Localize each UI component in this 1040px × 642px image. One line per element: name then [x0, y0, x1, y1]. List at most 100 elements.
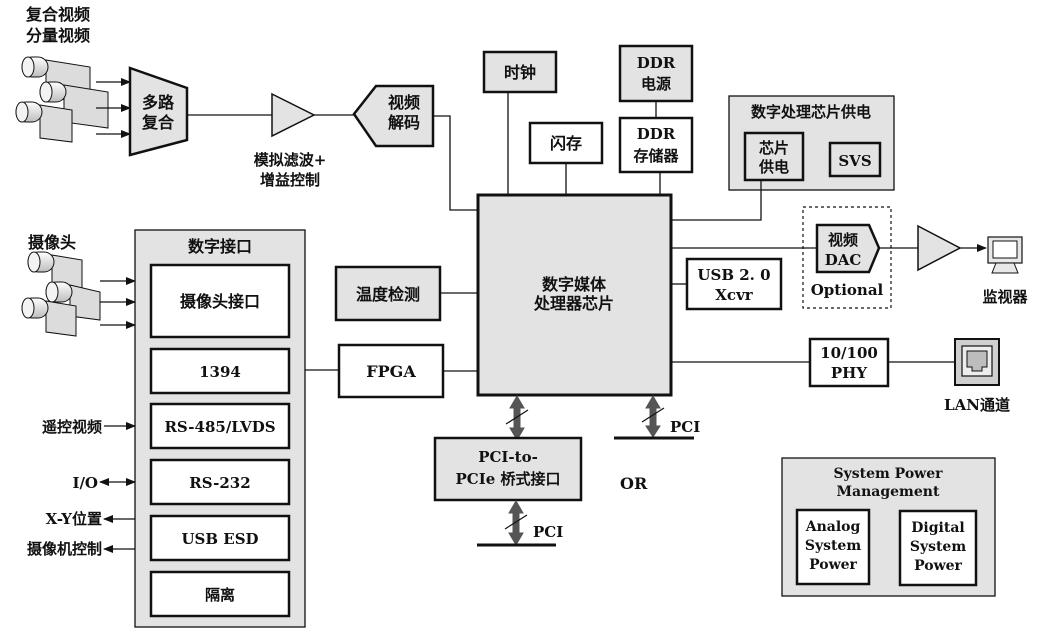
usb-transceiver-block: USB 2. 0 Xcvr [685, 257, 783, 311]
svg-text:DAC: DAC [825, 251, 862, 269]
camera-icon [21, 297, 77, 337]
pci-bus-arrow [504, 500, 528, 546]
svg-text:摄像头接口: 摄像头接口 [180, 292, 260, 311]
svg-text:RS-485/LVDS: RS-485/LVDS [164, 418, 275, 436]
video-decoder-block: 视频 解码 [352, 84, 435, 148]
svg-text:Digital: Digital [911, 520, 964, 536]
pci-bridge-block: PCI-to- PCIe 桥式接口 [433, 436, 583, 502]
svg-text:芯片: 芯片 [759, 139, 789, 157]
svg-text:System: System [910, 539, 967, 555]
connector-line [433, 115, 478, 211]
svg-text:10/100: 10/100 [820, 344, 878, 362]
svg-text:供电: 供电 [758, 158, 789, 176]
camera-icon-group [21, 251, 101, 337]
rs232-block: RS-232 [149, 458, 291, 506]
svg-text:USB 2. 0: USB 2. 0 [697, 266, 770, 284]
rs485-lvds-block: RS-485/LVDS [149, 402, 291, 450]
pci-bus-arrow [641, 395, 665, 438]
camera-control-label: 摄像机控制 [27, 540, 102, 558]
svg-text:FPGA: FPGA [366, 362, 416, 381]
clock-block: 时钟 [482, 50, 558, 94]
digital-interface-group: 数字接口 摄像头接口 1394 RS-485/LVDS RS-232 USB E… [134, 229, 306, 628]
optional-label: Optional [811, 281, 884, 299]
flash-memory-block: 闪存 [528, 121, 604, 165]
camera-interface-block: 摄像头接口 [149, 263, 291, 339]
camera-label: 摄像头 [28, 233, 76, 252]
svg-text:DDR: DDR [637, 54, 676, 72]
svg-text:PHY: PHY [831, 364, 867, 382]
ddr-memory-block: DDR 存储器 [618, 116, 694, 174]
dsp-power-group: 数字处理芯片供电 芯片 供电 SVS [728, 95, 895, 191]
media-processor-chip: 数字媒体 处理器芯片 [476, 193, 673, 397]
svg-text:多路: 多路 [142, 93, 175, 112]
svg-text:Management: Management [837, 484, 940, 500]
svg-text:System: System [805, 538, 862, 554]
svg-text:温度检测: 温度检测 [355, 285, 420, 304]
svg-text:PCI-to-: PCI-to- [478, 448, 538, 466]
temperature-sensor-block: 温度检测 [334, 265, 442, 322]
svg-text:数字处理芯片供电: 数字处理芯片供电 [751, 103, 871, 121]
lan-port-icon [954, 338, 1000, 386]
svg-text:增益控制: 增益控制 [260, 171, 320, 189]
filter-gain-label: 模拟滤波+ 增益控制 [254, 151, 327, 189]
io-label: I/O [72, 474, 98, 492]
xy-position-label: X-Y位置 [46, 510, 102, 528]
ddr-power-block: DDR 电源 [618, 44, 694, 103]
chip-power-block: 芯片 供电 [743, 131, 805, 182]
svg-text:电源: 电源 [641, 75, 671, 93]
multiplexer-block: 多路 复合 [128, 66, 189, 157]
svs-block: SVS [828, 141, 882, 178]
pci-bus-arrow [505, 395, 529, 441]
svg-text:处理器芯片: 处理器芯片 [533, 294, 614, 313]
svg-text:视频: 视频 [388, 93, 420, 112]
composite-video-label: 复合视频 分量视频 [25, 5, 90, 45]
analog-system-power-block: Analog System Power [795, 508, 871, 586]
monitor-icon [987, 236, 1023, 274]
monitor-label: 监视器 [982, 288, 1028, 306]
svg-text:1394: 1394 [199, 363, 241, 381]
svg-text:数字接口: 数字接口 [188, 237, 252, 256]
svg-text:复合: 复合 [141, 113, 175, 132]
or-label: OR [620, 474, 648, 493]
svg-text:USB ESD: USB ESD [181, 530, 258, 548]
svg-text:SVS: SVS [838, 152, 871, 170]
svg-text:System Power: System Power [833, 466, 943, 482]
digital-system-power-block: Digital System Power [898, 509, 978, 587]
isolation-block: 隔离 [149, 570, 291, 618]
svg-text:隔离: 隔离 [205, 586, 235, 604]
svg-text:分量视频: 分量视频 [26, 26, 90, 45]
pci-label: PCI [533, 523, 563, 541]
system-power-management-group: System Power Management Analog System Po… [781, 457, 996, 597]
svg-text:Analog: Analog [805, 519, 861, 535]
svg-text:Xcvr: Xcvr [715, 286, 753, 304]
svg-text:视频: 视频 [828, 231, 858, 249]
video-camera-icon [15, 101, 73, 143]
pci-label: PCI [670, 418, 700, 436]
amplifier-triangle-icon [271, 92, 316, 138]
video-camera-icon-group [15, 56, 109, 143]
optional-dashed-frame [802, 206, 892, 309]
fpga-block: FPGA [337, 343, 445, 399]
svg-text:数字媒体: 数字媒体 [542, 275, 607, 294]
ieee1394-block: 1394 [149, 347, 291, 395]
remote-video-label: 遥控视频 [42, 418, 102, 436]
svg-text:复合视频: 复合视频 [25, 5, 90, 24]
svg-text:PCIe 桥式接口: PCIe 桥式接口 [455, 470, 560, 488]
svg-text:模拟滤波+: 模拟滤波+ [254, 151, 327, 169]
svg-text:RS-232: RS-232 [189, 474, 250, 492]
lan-label: LAN通道 [944, 396, 1010, 414]
svg-text:Power: Power [809, 557, 857, 573]
svg-text:时钟: 时钟 [504, 63, 536, 82]
usb-esd-block: USB ESD [149, 514, 291, 562]
svg-text:闪存: 闪存 [550, 134, 582, 153]
camera-icon [45, 281, 101, 321]
svg-text:存储器: 存储器 [633, 147, 679, 165]
svg-text:Power: Power [914, 558, 962, 574]
output-amplifier-triangle-icon [917, 224, 962, 272]
video-dac-block: 视频 DAC [815, 223, 881, 274]
connector-line [671, 180, 762, 221]
svg-text:DDR: DDR [637, 125, 676, 143]
ethernet-phy-block: 10/100 PHY [808, 337, 890, 388]
svg-text:解码: 解码 [388, 113, 420, 132]
